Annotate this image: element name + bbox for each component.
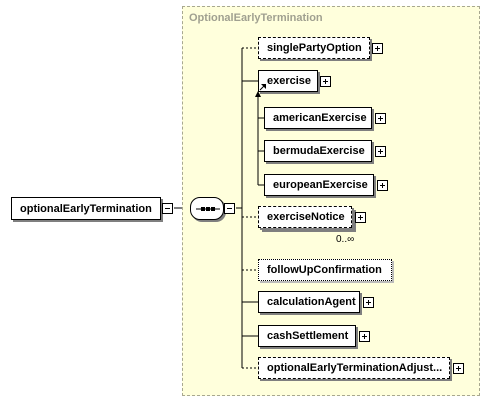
element-label: europeanExercise [273, 179, 368, 191]
sequence-collapse-icon[interactable] [224, 203, 235, 214]
group-title: OptionalEarlyTermination [189, 12, 323, 24]
expand-icon[interactable] [377, 180, 388, 191]
root-element-optional-early-termination[interactable]: optionalEarlyTermination [11, 197, 161, 220]
element-calculation-agent[interactable]: calculationAgent [258, 291, 360, 313]
expand-icon[interactable] [375, 146, 386, 157]
sequence-icon [196, 207, 220, 211]
collapse-icon[interactable] [162, 203, 173, 214]
element-single-party-option[interactable]: singlePartyOption [258, 37, 370, 59]
element-label: optionalEarlyTerminationAdjust... [267, 362, 443, 374]
element-bermuda-exercise[interactable]: bermudaExercise [264, 140, 372, 162]
element-label: exerciseNotice [267, 211, 345, 223]
element-follow-up-confirmation[interactable]: followUpConfirmation [258, 259, 392, 281]
expand-icon[interactable] [375, 113, 386, 124]
sequence-compositor[interactable] [190, 197, 224, 220]
expand-icon[interactable] [372, 43, 383, 54]
element-american-exercise[interactable]: americanExercise [264, 107, 372, 129]
element-label: followUpConfirmation [267, 264, 382, 276]
root-element-label: optionalEarlyTermination [20, 202, 152, 215]
element-exercise-notice[interactable]: exerciseNotice [258, 206, 352, 228]
expand-icon[interactable] [359, 331, 370, 342]
element-exercise[interactable]: exercise [258, 70, 318, 92]
expand-icon[interactable] [320, 76, 331, 87]
occurrence-label: 0..∞ [336, 234, 355, 245]
element-label: bermudaExercise [273, 145, 365, 157]
element-label: americanExercise [273, 112, 367, 124]
element-european-exercise[interactable]: europeanExercise [264, 174, 374, 196]
element-cash-settlement[interactable]: cashSettlement [258, 325, 356, 347]
expand-icon[interactable] [453, 363, 464, 374]
expand-icon[interactable] [363, 297, 374, 308]
element-optional-early-termination-adjust[interactable]: optionalEarlyTerminationAdjust... [258, 357, 450, 379]
element-label: cashSettlement [267, 330, 349, 342]
substitution-arrow-icon [259, 84, 266, 91]
element-label: singlePartyOption [267, 42, 362, 54]
expand-icon[interactable] [355, 212, 366, 223]
element-label: calculationAgent [267, 296, 356, 308]
element-label: exercise [267, 75, 312, 87]
